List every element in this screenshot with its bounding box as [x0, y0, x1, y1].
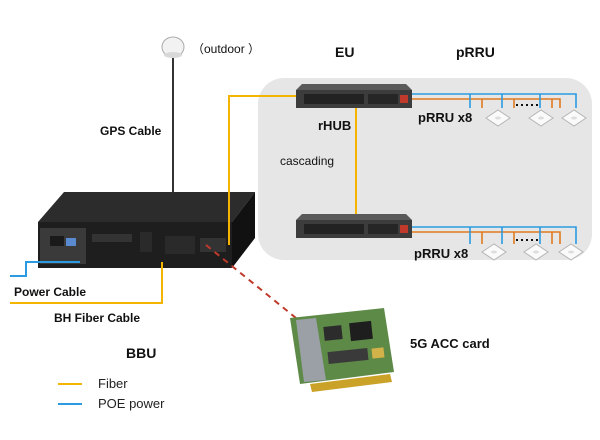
bh-fiber-cable-label: BH Fiber Cable: [54, 311, 141, 325]
acc-card-icon: [290, 308, 394, 392]
legend-poe-label: POE power: [98, 396, 165, 411]
prru-radio-icon: [523, 243, 549, 261]
acc-card-label: 5G ACC card: [410, 336, 490, 351]
gps-cable-label: GPS Cable: [100, 124, 162, 138]
prru-radio-icon: [485, 109, 511, 127]
power-cable-line: [10, 261, 80, 277]
prru-radio-icon: [481, 243, 507, 261]
legend-fiber-label: Fiber: [98, 376, 128, 391]
power-cable-label: Power Cable: [14, 285, 87, 299]
prru-radio-icon: [561, 109, 587, 127]
rhub-switch-top: [296, 84, 412, 108]
prru-cabling-top: [412, 93, 577, 108]
bbu-server-icon: [38, 192, 255, 268]
fiber-line-bbu-to-rhub: [228, 95, 300, 245]
eu-label: EU: [335, 44, 355, 60]
cascading-label: cascading: [280, 154, 335, 168]
prru-cabling-bottom: [412, 226, 577, 244]
prru-x8-top-label: pRRU x8: [418, 110, 473, 125]
prru-header-label: pRRU: [456, 44, 495, 60]
outdoor-label: （outdoor ）: [192, 42, 261, 56]
ellipsis-dots-top: [516, 104, 538, 106]
acc-card-dashed-link: [205, 244, 297, 319]
bbu-label: BBU: [126, 345, 157, 361]
prru-x8-bottom-label: pRRU x8: [414, 246, 469, 261]
bh-fiber-line: [10, 262, 163, 304]
rhub-switch-bottom: [296, 214, 412, 238]
prru-radio-icon: [558, 243, 584, 261]
ellipsis-dots-bottom: [516, 239, 538, 241]
rhub-label: rHUB: [318, 118, 352, 133]
prru-radio-icon: [528, 109, 554, 127]
